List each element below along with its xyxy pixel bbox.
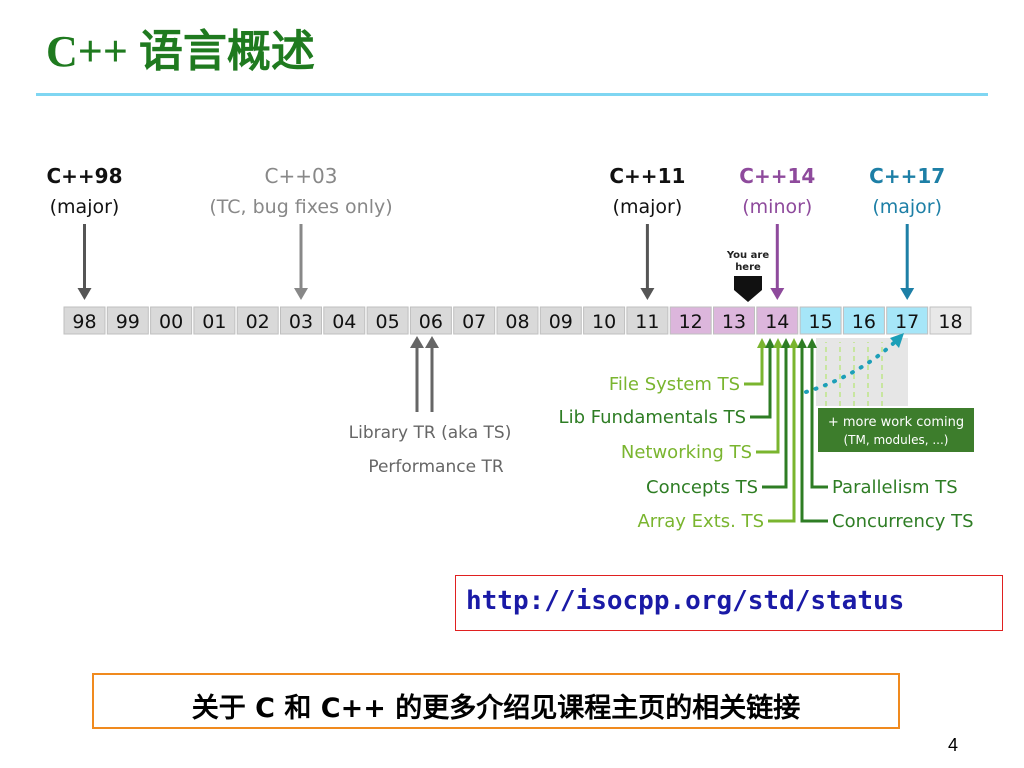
ts-connector [762, 346, 788, 489]
version-arrow-head [900, 288, 915, 300]
you-are-here-marker [734, 276, 762, 302]
page-number: 4 [948, 735, 959, 755]
ts-arrow-head [807, 338, 817, 348]
year-label: 10 [592, 311, 616, 333]
tr-arrow-head [425, 336, 439, 348]
tr-arrow-head [410, 336, 424, 348]
year-cell [323, 306, 366, 335]
you-are-here-label: You are [726, 250, 769, 261]
year-cell [150, 306, 193, 335]
ts-arrow-head [757, 338, 767, 348]
year-cell [669, 306, 712, 335]
year-cell [626, 306, 669, 335]
version-name: C++17 [869, 164, 945, 188]
version-name: C++98 [46, 164, 122, 188]
version-kind: (major) [872, 196, 942, 218]
year-cell [583, 306, 626, 335]
year-label: 17 [895, 311, 919, 333]
ts-label: Parallelism TS [832, 477, 958, 498]
year-label: 07 [462, 311, 486, 333]
ts-connector [810, 346, 828, 489]
year-label: 05 [376, 311, 400, 333]
year-label: 04 [332, 311, 356, 333]
ts-label: Array Exts. TS [637, 511, 764, 532]
ts-arrow-head [773, 338, 783, 348]
ts-connector [756, 346, 780, 454]
year-cell [799, 306, 842, 335]
year-label: 13 [722, 311, 746, 333]
year-label: 98 [72, 311, 96, 333]
version-name: C++11 [609, 164, 685, 188]
future-arrow-head [890, 333, 904, 348]
year-cell [539, 306, 582, 335]
year-cell [280, 306, 322, 335]
ts-connector [800, 346, 828, 523]
year-cell [453, 306, 496, 335]
cpp-timeline-diagram: 98 99 00 01 02 03 04 05 06 07 08 09 10 11 12 13 14 15 16 17… [46, 164, 974, 532]
year-label: 00 [159, 311, 183, 333]
year-cell [756, 306, 799, 335]
more-work-box [818, 408, 974, 452]
version-arrow-head [294, 288, 308, 300]
you-are-here-label: here [735, 262, 761, 273]
ts-connector [750, 346, 772, 419]
version-kind: (minor) [742, 196, 812, 218]
ts-label: Concepts TS [646, 477, 758, 498]
url-box: http://isocpp.org/std/status [455, 575, 1003, 631]
ts-label: Concurrency TS [832, 511, 974, 532]
library-tr-label: Library TR (aka TS) [349, 423, 512, 443]
year-label: 16 [852, 311, 876, 333]
year-label: 01 [202, 311, 226, 333]
status-url-link[interactable]: http://isocpp.org/std/status [466, 586, 905, 616]
future-dotted-curve [804, 338, 899, 394]
title-divider [36, 93, 988, 96]
ts-label: File System TS [609, 374, 740, 395]
year-label: 03 [289, 311, 313, 333]
ts-label: Networking TS [621, 442, 752, 463]
year-label: 15 [809, 311, 833, 333]
year-cell [886, 306, 929, 335]
year-cell [193, 306, 236, 335]
year-cell [929, 306, 972, 335]
year-label: 06 [419, 311, 443, 333]
ts-arrow-head [765, 338, 775, 348]
year-cell [842, 306, 885, 335]
more-work-sublabel: (TM, modules, ...) [844, 433, 949, 447]
ts-shade [816, 338, 908, 406]
ts-connector [768, 346, 796, 523]
ts-label: Lib Fundamentals TS [559, 407, 746, 428]
more-work-label: + more work coming [828, 415, 964, 430]
version-kind: (major) [50, 196, 120, 218]
year-cell [236, 306, 279, 335]
year-label: 08 [505, 311, 529, 333]
ts-connector [744, 346, 764, 386]
ts-arrow-head [789, 338, 799, 348]
slide-title: C++ 语言概述 [46, 27, 315, 76]
note-box: 关于 C 和 C++ 的更多介绍见课程主页的相关链接 [92, 673, 900, 729]
course-note: 关于 C 和 C++ 的更多介绍见课程主页的相关链接 [191, 693, 801, 724]
year-cell [496, 306, 539, 335]
year-label: 18 [938, 311, 962, 333]
performance-tr-label: Performance TR [368, 457, 504, 477]
version-kind: (major) [613, 196, 683, 218]
year-cell [409, 306, 452, 335]
version-kind: (TC, bug fixes only) [209, 196, 392, 218]
year-label: 02 [246, 311, 270, 333]
version-name: C++14 [739, 164, 815, 188]
year-cell [713, 306, 755, 335]
ts-arrow-head [781, 338, 791, 348]
version-name: C++03 [265, 164, 338, 188]
year-label: 12 [679, 311, 703, 333]
year-label: 14 [765, 311, 789, 333]
version-arrow-head [770, 288, 785, 300]
year-cell [366, 306, 409, 335]
year-label: 11 [635, 311, 659, 333]
version-arrow-head [640, 288, 655, 300]
year-cell [106, 306, 149, 335]
year-label: 99 [116, 311, 140, 333]
ts-arrow-head [797, 338, 807, 348]
year-label: 09 [549, 311, 573, 333]
year-cell [63, 306, 106, 335]
version-arrow-head [77, 288, 92, 300]
